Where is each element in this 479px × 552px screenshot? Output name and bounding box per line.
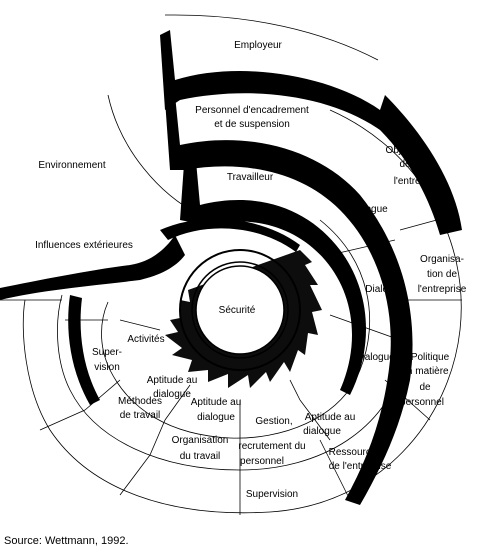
left-spiral-band: [68, 295, 100, 405]
travailleur-band: [180, 150, 367, 395]
label-politique-1: Politique: [411, 352, 450, 363]
label-aptitude-right-2: dialogue: [303, 426, 341, 437]
label-objectifs-2: de: [399, 159, 411, 170]
label-supervision-left-1: Super-: [92, 347, 122, 358]
label-organisation-travail-2: du travail: [180, 451, 221, 462]
label-personnel-2: et de suspension: [214, 119, 290, 130]
label-objectifs-3: l'entreprise: [394, 176, 443, 187]
label-aptitude-2a: Aptitude au: [191, 397, 242, 408]
influences-band: [0, 235, 185, 300]
label-ressources-1: Ressources: [329, 447, 382, 458]
label-environnement: Environnement: [38, 160, 105, 171]
spiral-bands: [0, 30, 462, 505]
label-employeur: Employeur: [234, 40, 282, 51]
label-securite: Sécurité: [219, 305, 256, 316]
label-aptitude-1a: Aptitude au: [147, 375, 198, 386]
label-gestion-1: Gestion,: [255, 416, 292, 427]
label-methodes-1: Méthodes: [118, 396, 162, 407]
inner-spiral-band: [160, 218, 300, 252]
label-politique-4: personnel: [400, 397, 444, 408]
label-organisation-ent-3: l'entreprise: [418, 284, 467, 295]
label-dialogue-1: Dialogue: [348, 204, 388, 215]
label-politique-3: de: [419, 382, 431, 393]
label-supervision-left-2: vision: [94, 362, 120, 373]
label-organisation-travail-1: Organisation: [172, 435, 229, 446]
label-personnel-1: Personnel d'encadrement: [195, 105, 309, 116]
employeur-band: [160, 30, 462, 235]
label-aptitude-right-1: Aptitude au: [305, 412, 356, 423]
personnel-band: [165, 95, 413, 505]
label-dialogue-3: Dialogue: [355, 352, 395, 363]
label-influences: Influences extérieures: [35, 240, 133, 251]
label-organisation-ent-1: Organisa-: [420, 254, 464, 265]
label-aptitude-2b: dialogue: [197, 412, 235, 423]
center-core: [165, 249, 322, 388]
label-ressources-2: de l'entreprise: [329, 461, 392, 472]
label-organisation-ent-2: tion de: [427, 269, 457, 280]
label-travailleur: Travailleur: [227, 172, 274, 183]
label-gestion-3: personnel: [240, 456, 284, 467]
label-gestion-2: recrutement du: [238, 441, 305, 452]
label-supervision-bottom: Supervision: [246, 489, 298, 500]
label-dialogue-2: Dialogue: [365, 284, 405, 295]
source-caption: Source: Wettmann, 1992.: [4, 535, 129, 547]
labels: Employeur Personnel d'encadrement et de …: [4, 40, 467, 547]
label-objectifs-1: Objectifs: [386, 145, 425, 156]
label-methodes-2: de travail: [120, 410, 161, 421]
label-aptitude-1b: dialogue: [153, 389, 191, 400]
label-politique-2: en matière: [401, 366, 449, 377]
label-activites: Activités: [127, 334, 164, 345]
